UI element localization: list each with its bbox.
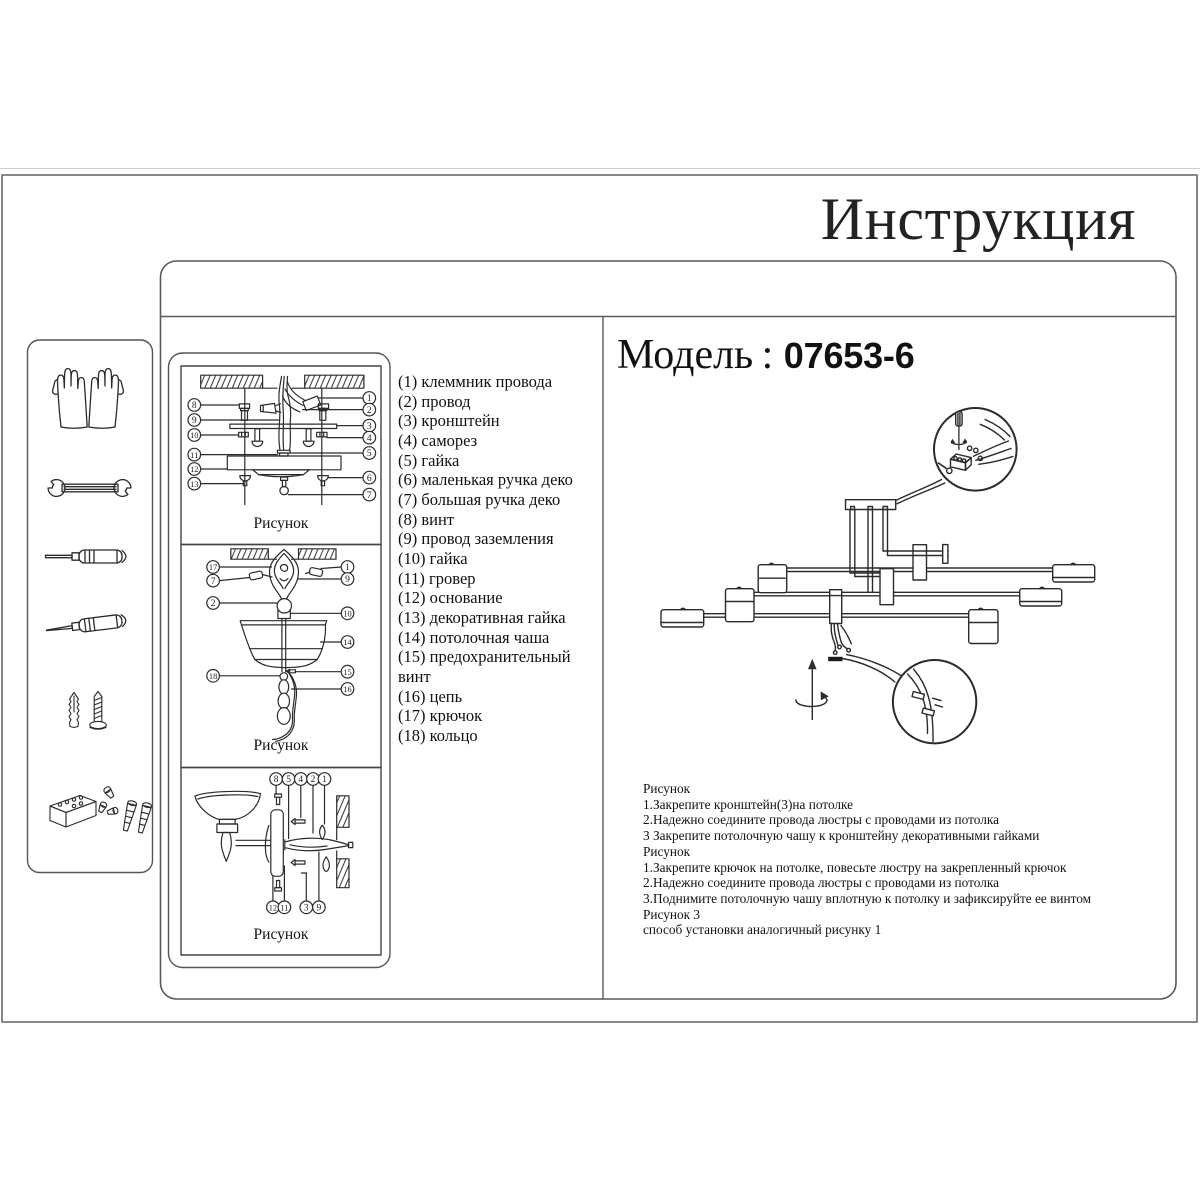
svg-text:4: 4: [298, 775, 303, 785]
svg-text:2: 2: [311, 775, 316, 785]
svg-text:9: 9: [192, 416, 197, 426]
svg-text:12: 12: [190, 465, 198, 474]
svg-text:1: 1: [322, 775, 327, 785]
svg-text:17: 17: [209, 563, 217, 572]
svg-text:5: 5: [367, 449, 372, 459]
svg-text:14: 14: [343, 638, 352, 647]
svg-text:10: 10: [190, 431, 198, 440]
svg-text:16: 16: [343, 685, 351, 694]
svg-text:10: 10: [343, 610, 351, 619]
svg-text:9: 9: [345, 575, 350, 585]
svg-text:9: 9: [317, 904, 322, 914]
svg-text:8: 8: [274, 775, 279, 785]
svg-text:8: 8: [192, 401, 197, 411]
svg-text:11: 11: [190, 451, 198, 460]
svg-text:11: 11: [280, 904, 288, 913]
svg-text:5: 5: [286, 775, 291, 785]
svg-text:1: 1: [367, 394, 372, 404]
svg-text:7: 7: [367, 491, 372, 501]
svg-text:6: 6: [367, 474, 372, 484]
svg-text:2: 2: [367, 406, 372, 416]
svg-text:18: 18: [209, 672, 217, 681]
svg-text:3: 3: [367, 422, 372, 432]
svg-text:13: 13: [190, 480, 198, 489]
svg-text:2: 2: [211, 599, 216, 609]
svg-text:3: 3: [304, 904, 309, 914]
svg-text:4: 4: [367, 434, 372, 444]
svg-text:7: 7: [211, 577, 216, 587]
svg-text:12: 12: [269, 904, 277, 913]
svg-text:1: 1: [345, 563, 350, 573]
svg-text:15: 15: [343, 668, 351, 677]
